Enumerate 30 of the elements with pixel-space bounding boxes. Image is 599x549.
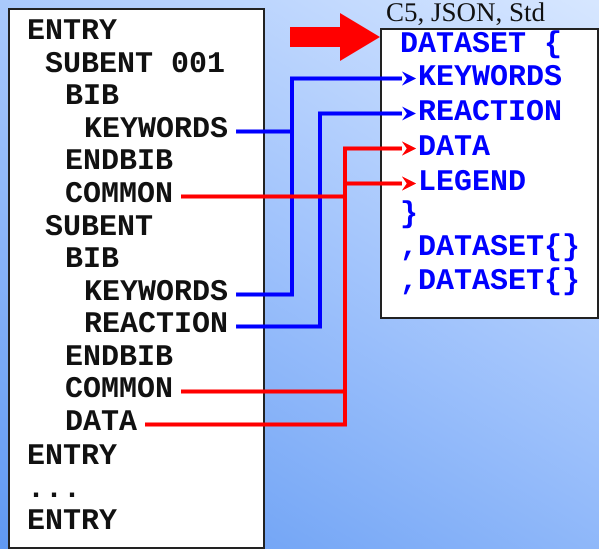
code-line: SUBENT (45, 212, 154, 245)
code-line: KEYWORDS (418, 62, 562, 95)
code-line: DATA (65, 407, 138, 440)
code-line: DATA (418, 132, 490, 165)
code-line: ENTRY (27, 441, 118, 474)
code-line: ,DATASET{} (400, 232, 580, 265)
code-line: DATASET { (400, 29, 562, 62)
code-panel (380, 28, 599, 319)
code-line: ENDBIB (65, 146, 174, 179)
code-line: COMMON (65, 374, 174, 407)
code-line: KEYWORDS (84, 114, 228, 147)
code-line: KEYWORDS (84, 277, 228, 310)
code-line: REACTION (418, 97, 562, 130)
code-line: BIB (65, 244, 120, 277)
code-line: ENTRY (27, 16, 118, 49)
code-line: LEGEND (418, 167, 526, 200)
heading: C5, JSON, Std (386, 0, 546, 26)
code-line: ENDBIB (65, 342, 174, 375)
code-panel (8, 8, 265, 549)
code-line: ENTRY (27, 506, 118, 539)
code-line: SUBENT 001 (45, 49, 226, 82)
block-arrow (290, 13, 380, 61)
code-line: } (400, 199, 418, 232)
code-line: ,DATASET{} (400, 266, 580, 299)
code-line: BIB (65, 81, 120, 114)
connector-arrow (236, 106, 416, 328)
code-line: ... (27, 474, 82, 507)
connector-arrow (236, 72, 416, 296)
code-line: REACTION (84, 309, 228, 342)
code-line: COMMON (65, 179, 174, 212)
